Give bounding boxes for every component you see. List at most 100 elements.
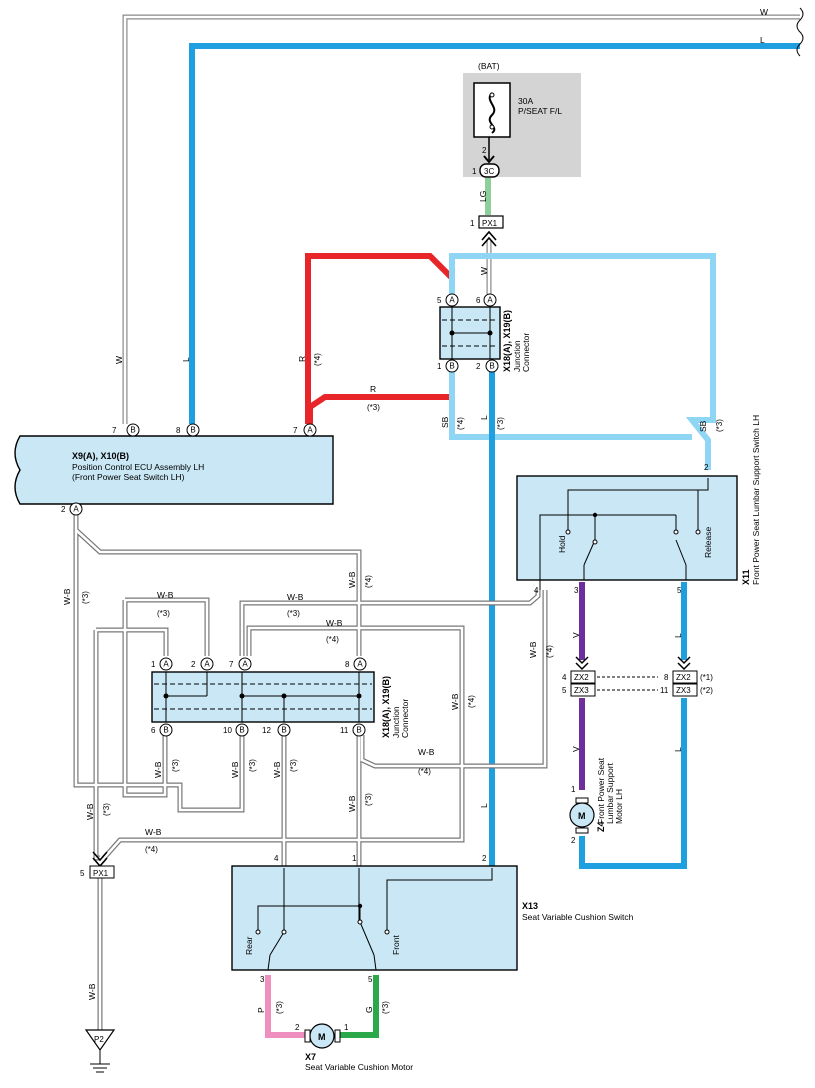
wire-g [340,975,379,1038]
wire-l-lumbar-lower [579,698,687,869]
px1-bottom-name: PX1 [93,869,109,878]
note-wb-12: (*3) [364,793,373,806]
wc-wb-9: W-B [230,761,240,778]
svg-text:Junction: Junction [391,706,401,738]
jcl-pin-1: 1 [151,660,156,669]
cushion-switch-box [231,865,518,971]
cushion-switch-internals [257,868,493,971]
x11-pin-4: 4 [534,586,539,595]
wire-r-lower [307,367,455,424]
pin-ecu-a2: A [69,502,83,516]
px1-bottom-pin: 5 [80,869,85,878]
zx2-left [570,670,596,684]
x13-pin-5: 5 [368,975,373,984]
wc-r-lower: R [370,384,376,394]
cushion-front-label: Front [391,935,401,955]
cushion-switch-code: X13 [522,901,538,911]
ecu-box [14,435,334,505]
note-l-3: (*3) [496,417,505,430]
x13-pin-1: 1 [352,854,357,863]
wc-wb-11: W-B [418,747,435,757]
jc-lower-label: X18(A), X19(B) Junction Connector [381,676,410,738]
jcl-pin-6: 6 [151,726,156,735]
wc-wb-13: W-B [85,803,95,820]
wc-l-lumbar-lower: L [673,747,683,752]
px1-top-box [478,215,504,229]
svg-text:B: B [190,426,195,435]
conn-3c-label: 3C [484,167,494,176]
pin-jcu-b2: B [485,359,499,373]
svg-text:B: B [281,726,286,735]
wc-wb-8: W-B [153,761,163,778]
cushion-motor-m: M [318,1032,326,1042]
wc-wb-5: W-B [326,618,343,628]
pin-ecu-b7: B [126,423,140,437]
wire-wb-group [73,512,548,1030]
wc-wb-1: W-B [62,588,72,605]
note-wb-1: (*3) [81,591,90,604]
ecu-name1: Position Control ECU Assembly LH [72,462,204,472]
fuse-source: (BAT) [478,61,500,71]
jcl-pin-11: 11 [340,726,349,735]
wc-l-x13: L [479,803,489,808]
wc-l-top: L [760,35,765,45]
zx-pin-4: 4 [562,673,567,682]
fuse-rating: 30A [518,96,533,106]
svg-text:B: B [489,362,494,371]
pin-jcl-a8: A [353,657,367,671]
ecu-pin-7a: 7 [293,426,298,435]
px1-bottom-box [89,865,115,879]
z4-pin-1: 1 [571,785,576,794]
ground-p2-icon [84,1029,116,1052]
wire-p [265,975,305,1038]
lumbar-switch-internals [539,478,709,590]
pin-jcl-a1: A [159,657,173,671]
note-wb-9: (*3) [248,759,257,772]
x13-pin-2: 2 [482,854,487,863]
zx-note2: (*2) [700,686,713,695]
jcl-pin-8: 8 [345,660,350,669]
note-wb-2: (*4) [364,575,373,588]
zx3-left [570,683,596,697]
wc-wb-2: W-B [347,571,357,588]
lumbar-switch-box [516,475,738,581]
x11-pin-5: 5 [677,586,682,595]
lumbar-motor-desc: Front Power Seat Lumbar Support Motor LH [596,757,624,824]
ecu-pin-2a: 2 [61,505,66,514]
svg-text:X18(A), X19(B): X18(A), X19(B) [502,310,512,372]
pin-ecu-b8: B [186,423,200,437]
px1-top-pin: 1 [470,219,475,228]
pin-jcl-b12: B [277,723,291,737]
x7-pin-2: 2 [295,1023,300,1032]
svg-text:B: B [239,726,244,735]
svg-text:A: A [487,296,493,305]
wc-wb-12: W-B [347,795,357,812]
zx3-left-label: ZX3 [574,686,589,695]
svg-text:X18(A), X19(B): X18(A), X19(B) [381,676,391,738]
note-wb-3: (*3) [157,609,170,618]
wc-wb-15: W-B [87,983,97,1000]
connector-3c [479,163,500,178]
px1-top-name: PX1 [482,219,498,228]
jcu-pin-2: 2 [476,362,481,371]
zx3-right-label: ZX3 [676,686,691,695]
note-r-3: (*3) [367,403,380,412]
lumbar-motor-icon [569,802,595,828]
px1-top-arrow [481,230,497,247]
pin-jcl-a2: A [200,657,214,671]
wc-r-left: R [297,356,307,362]
svg-text:B: B [449,362,454,371]
svg-text:A: A [73,505,79,514]
pin-jcl-b11: B [352,723,366,737]
ecu-name2: (Front Power Seat Switch LH) [72,472,185,482]
wire-sb [449,253,716,470]
svg-text:Junction: Junction [512,340,522,372]
wc-wb-6: W-B [528,641,538,658]
x13-pin-3: 3 [260,975,265,984]
svg-text:A: A [163,660,169,669]
zx2-right [672,670,698,684]
jcu-pin-5: 5 [437,296,442,305]
cushion-motor-name: Seat Variable Cushion Motor [305,1062,413,1072]
lumbar-switch-label: X11 Front Power Seat Lumbar Support Swit… [741,415,761,585]
